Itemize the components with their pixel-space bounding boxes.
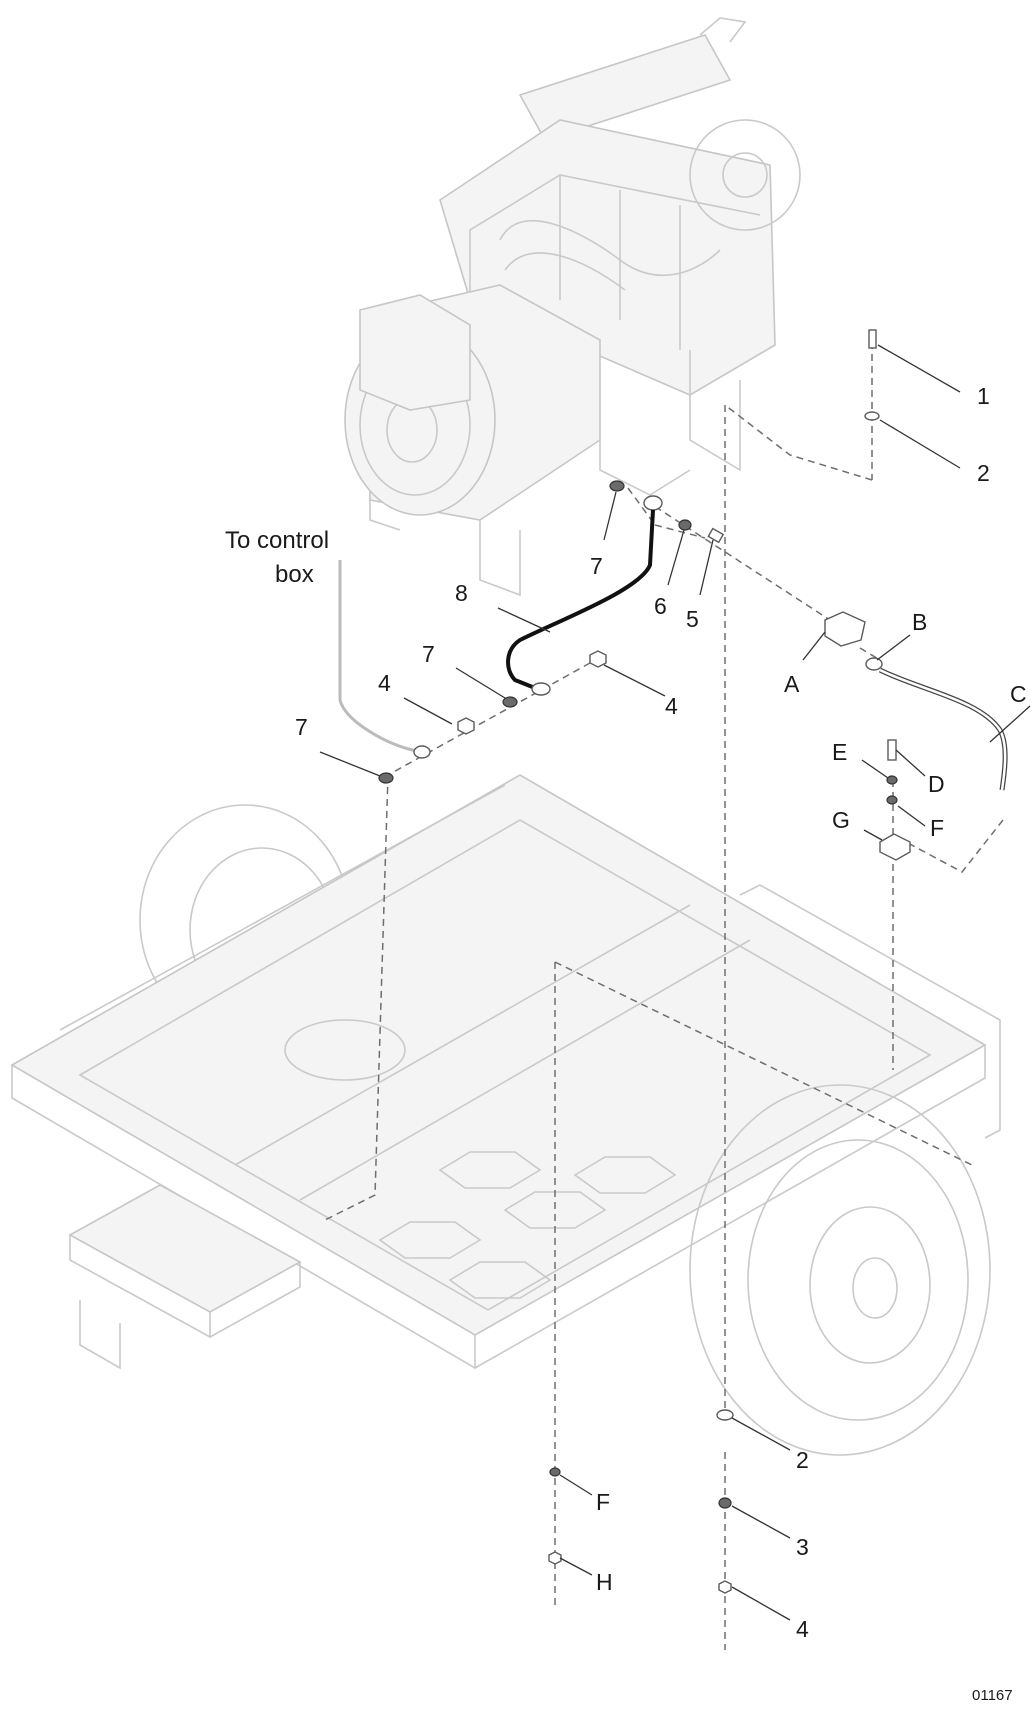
callout-labels: To control box 1 2 7 6 5 8 7 4 4 7 A B C… (225, 383, 1027, 1704)
callout-E: E (832, 739, 847, 765)
callout-F-bottom: F (596, 1489, 610, 1515)
callout-D: D (928, 771, 945, 797)
callout-4-bottom: 4 (796, 1616, 809, 1642)
callout-7-middle: 7 (422, 641, 435, 667)
callout-G: G (832, 807, 850, 833)
callout-B: B (912, 609, 927, 635)
engine-generator-assembly (344, 17, 801, 597)
leader-lines (319, 344, 1031, 1621)
callout-4-right: 4 (665, 693, 678, 719)
callout-4-left: 4 (378, 670, 391, 696)
callout-5: 5 (686, 606, 699, 632)
callout-6: 6 (654, 593, 667, 619)
control-box-note-line1: To control (225, 527, 329, 554)
trailer-frame (10, 774, 1001, 1456)
hardware-parts (338, 329, 1008, 1594)
figure-number: 01167 (972, 1687, 1013, 1704)
callout-2-top: 2 (977, 460, 990, 486)
callout-7-engine: 7 (590, 553, 603, 579)
callout-7-left: 7 (295, 714, 308, 740)
callout-H: H (596, 1569, 613, 1595)
callout-2-bottom: 2 (796, 1447, 809, 1473)
callout-1: 1 (977, 383, 990, 409)
control-box-note-line2: box (275, 561, 314, 588)
callout-A: A (784, 671, 800, 697)
callout-C: C (1010, 681, 1027, 707)
callout-8: 8 (455, 580, 468, 606)
callout-F-right: F (930, 815, 944, 841)
callout-3: 3 (796, 1534, 809, 1560)
